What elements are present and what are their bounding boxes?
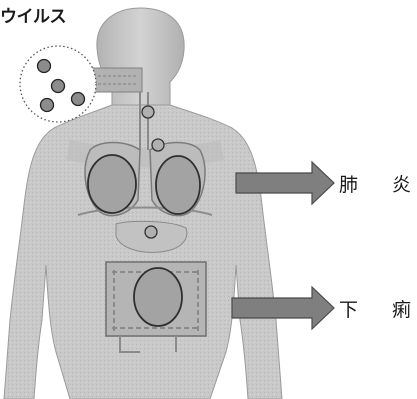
virus-particle-icon bbox=[41, 99, 54, 112]
pneumonia-label: 肺 炎 bbox=[339, 170, 417, 197]
virus-label: ウイルス bbox=[0, 2, 66, 27]
virus-particle-icon bbox=[52, 80, 65, 93]
virus-particle-icon bbox=[152, 139, 164, 151]
virus-particle-icon bbox=[142, 106, 154, 118]
diarrhea-label: 下 痢 bbox=[339, 295, 417, 322]
virus-particle-icon bbox=[145, 226, 157, 238]
virus-particle-icon bbox=[72, 93, 85, 106]
left-lung-lesion bbox=[88, 155, 136, 213]
virus-cluster bbox=[20, 46, 96, 122]
right-lung-lesion bbox=[156, 156, 200, 214]
virus-particle-icon bbox=[38, 60, 51, 73]
intestine-lesion bbox=[134, 268, 182, 326]
